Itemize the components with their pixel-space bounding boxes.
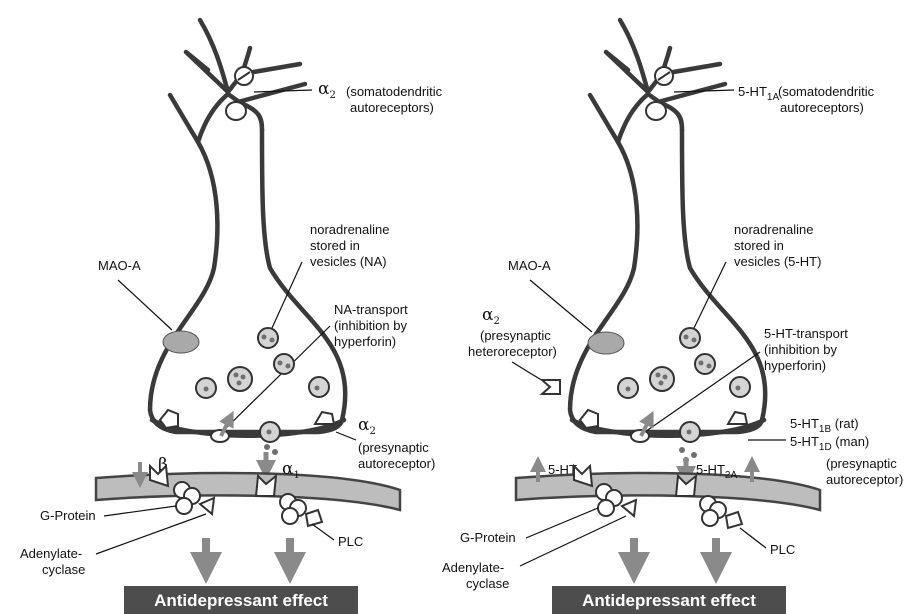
right-ht1a-soma-label: 5-HT1A <box>738 84 779 103</box>
left-mao-organelle <box>163 331 199 353</box>
left-alpha2-soma-symbol: α2 <box>318 79 336 101</box>
right-alpha2-hetero-symbol: α2 <box>482 305 500 327</box>
left-pre-text-2: autoreceptor) <box>358 456 435 471</box>
left-vesicles <box>196 328 329 442</box>
left-vesicle-text-2: stored in <box>310 238 360 253</box>
right-g-protein-2 <box>700 496 742 528</box>
left-vesicle-text-1: noradrenaline <box>310 222 390 237</box>
right-adenylate-text-1: Adenylate- <box>442 560 504 575</box>
left-soma-text-1: (somatodendritic <box>346 84 443 99</box>
right-g-protein-label: G-Protein <box>460 530 516 545</box>
right-panel: 5-HT1A (somatodendritic autoreceptors) M… <box>442 20 903 614</box>
right-hetero-text-1: (presynaptic <box>480 328 551 343</box>
right-alpha2-heteroreceptor <box>542 380 560 394</box>
right-pre-text-1: (presynaptic <box>826 456 897 471</box>
left-na-transporter <box>211 430 229 442</box>
left-alpha2-pre-symbol: α2 <box>358 415 376 437</box>
right-mao-organelle <box>588 332 624 354</box>
left-alpha1-symbol: α1 <box>282 459 300 481</box>
right-effect-text: Antidepressant effect <box>582 591 756 610</box>
right-transport-text-2: (inhibition by <box>764 342 837 357</box>
right-adenylate-text-2: cyclase <box>466 576 509 591</box>
right-pre-text-2: autoreceptor) <box>826 472 903 487</box>
right-mao-label: MAO-A <box>508 258 551 273</box>
right-vesicle-text-2: stored in <box>734 238 784 253</box>
left-g-protein-label: G-Protein <box>40 508 96 523</box>
left-pre-text-1: (presynaptic <box>358 440 429 455</box>
left-soma-text-2: autoreceptors) <box>350 100 434 115</box>
left-panel: α2 (somatodendritic autoreceptors) MAO-A… <box>20 20 443 614</box>
left-adenylate-text-1: Adenylate- <box>20 546 82 561</box>
right-hetero-text-2: heteroreceptor) <box>468 344 557 359</box>
right-plc-label: PLC <box>770 542 795 557</box>
left-mao-label: MAO-A <box>98 258 141 273</box>
right-transport-text-3: hyperforin) <box>764 358 826 373</box>
left-effect-text: Antidepressant effect <box>154 591 328 610</box>
left-transport-text-2: (inhibition by <box>334 318 407 333</box>
left-plc-label: PLC <box>338 534 363 549</box>
right-5ht-transporter <box>631 430 649 442</box>
right-vesicle-text-3: vesicles (5-HT) <box>734 254 821 269</box>
left-adenylate-text-2: cyclase <box>42 562 85 577</box>
right-vesicle-text-1: noradrenaline <box>734 222 814 237</box>
right-soma-text-2: autoreceptors) <box>780 100 864 115</box>
left-transport-text-1: NA-transport <box>334 302 408 317</box>
left-transport-text-3: hyperforin) <box>334 334 396 349</box>
right-postsynaptic-membrane <box>516 473 820 510</box>
left-vesicle-text-3: vesicles (NA) <box>310 254 387 269</box>
right-soma-text-1: (somatodendritic <box>778 84 875 99</box>
right-ht1d-label: 5-HT1D (man) <box>790 434 869 453</box>
right-ht1b-label: 5-HT1B (rat) <box>790 416 859 435</box>
right-transport-text-1: 5-HT-transport <box>764 326 848 341</box>
